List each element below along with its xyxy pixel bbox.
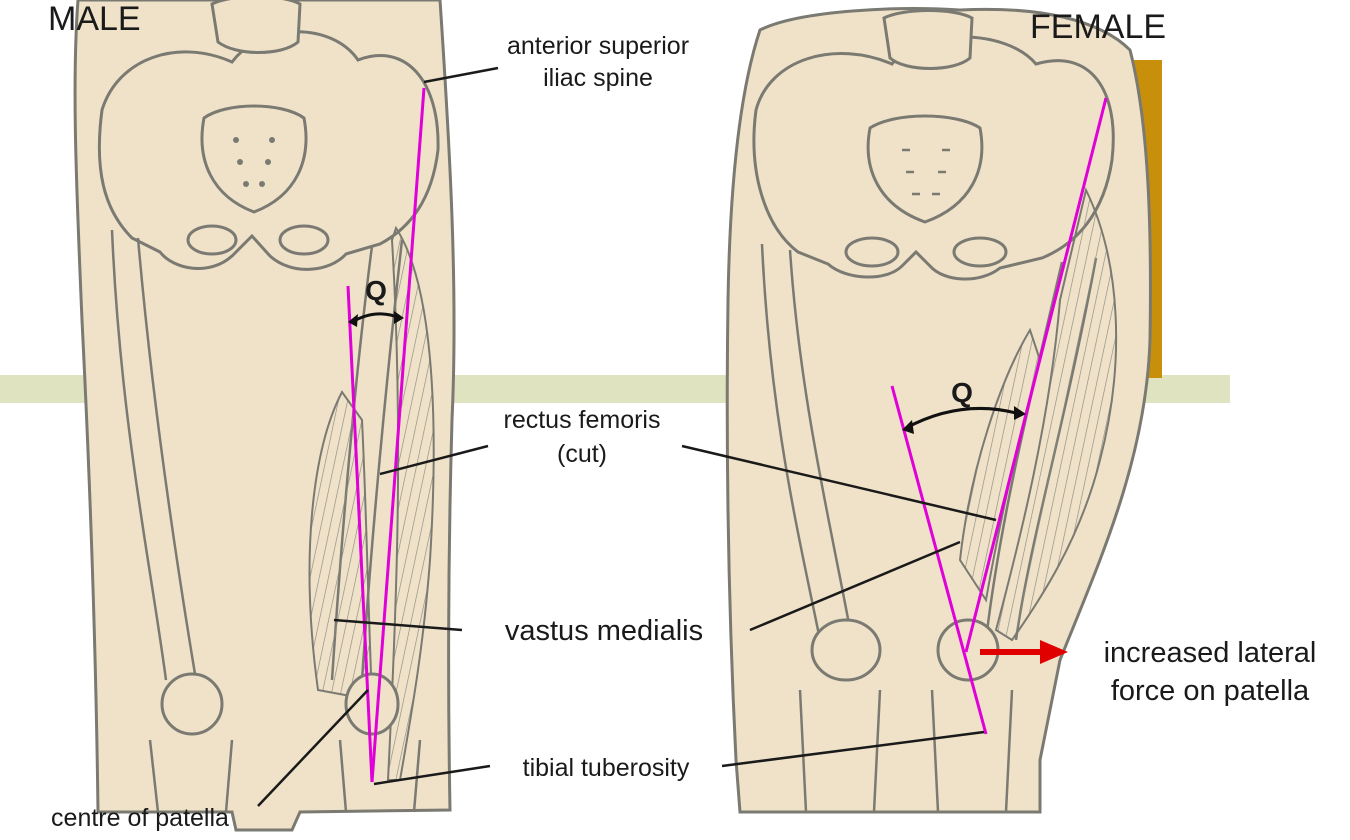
tibial-leader-male [373,764,491,786]
female-obturator-right [952,236,1008,268]
female-tibial-line [890,385,988,735]
asis-leader [423,66,499,84]
female-tibia-left [798,689,882,813]
rectus-label-line2: (cut) [557,440,607,468]
vastus-leader-female [749,540,961,632]
female-asis-line [964,97,1108,653]
female-tibia-right [930,689,1014,813]
female-title: FEMALE [1030,8,1166,46]
vastus-label: vastus medialis [505,615,703,647]
male-figure [73,0,456,832]
female-vertebra [882,9,974,70]
male-title: MALE [48,0,141,38]
male-asis-line [370,87,426,783]
male-obturator-right [278,224,330,256]
rectus-leader-male [379,444,489,476]
male-femur-left [110,229,198,681]
male-patella-right [344,672,400,736]
tibial-leader-female [721,730,985,768]
female-q-label: Q [951,377,973,408]
male-sacrum [200,104,308,214]
force-label-line2: force on patella [1111,675,1310,707]
male-patella-left [160,672,224,736]
tibial-label: tibial tuberosity [523,754,690,782]
vastus-leader-male [333,618,463,632]
patella-leader [257,689,369,807]
male-obturator-left [186,224,238,256]
male-vertebra [210,0,302,54]
female-rectus-muscle [994,187,1118,642]
male-sacral-foramina [233,137,275,187]
force-arrow-head [1040,640,1068,664]
female-q-arc [905,406,1021,430]
rectus-label-line1: rectus femoris [504,406,661,434]
asis-label-line1: anterior superior [507,32,689,60]
male-q-label: Q [365,275,387,306]
asis-label-line2: iliac spine [543,64,653,92]
female-patella-left [810,618,882,682]
leader-lines [257,66,997,807]
female-sacral-foramina [902,148,950,196]
male-tibia-left [148,739,234,813]
male-tibia-right [338,739,422,813]
rectus-leader-female [681,444,997,522]
female-sacrum [866,114,984,224]
male-tibial-line [346,285,374,783]
female-obturator-left [844,236,900,268]
patella-label: centre of patella [51,804,229,832]
male-rectus-muscle [386,225,435,781]
female-figure [725,7,1152,814]
force-label-line1: increased lateral [1104,637,1317,669]
